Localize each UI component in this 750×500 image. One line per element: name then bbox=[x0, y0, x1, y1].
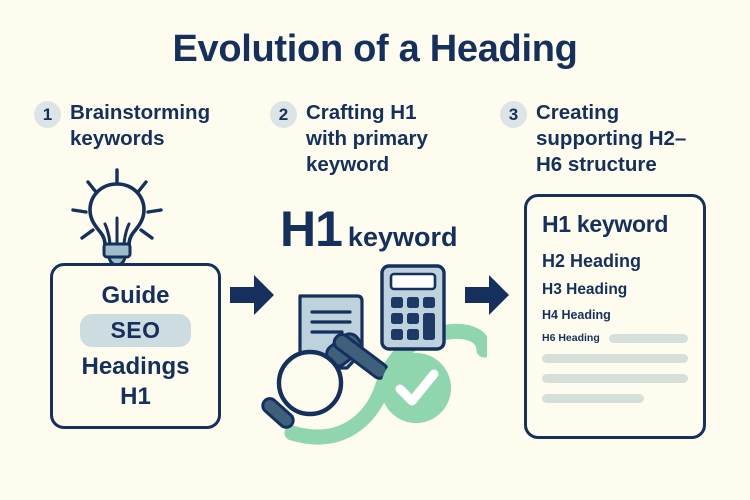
step-label-2: Crafting H1 with primary keyword bbox=[306, 101, 428, 177]
page-title: Evolution of a Heading bbox=[172, 28, 578, 70]
step-number-badge-2: 2 bbox=[270, 101, 297, 128]
step-number-badge-1: 1 bbox=[34, 101, 61, 128]
card-brainstorm: Guide SEO Headings H1 bbox=[50, 263, 221, 429]
card3-h6: H6 Heading bbox=[542, 332, 600, 344]
middle-illustration-group bbox=[261, 264, 487, 445]
step-header-2: 2 Crafting H1 with primary keyword bbox=[270, 100, 485, 178]
card3-h6-row: H6 Heading bbox=[542, 332, 688, 344]
calculator-icon bbox=[380, 264, 446, 351]
card1-line-headings: Headings bbox=[81, 353, 190, 381]
step-label-1: Brainstorming keywords bbox=[70, 101, 211, 151]
card-heading-structure: H1 keyword H2 Heading H3 Heading H4 Head… bbox=[524, 194, 706, 439]
placeholder-bar-2 bbox=[542, 354, 688, 363]
h1-keyword-label: H1 keyword bbox=[280, 200, 457, 258]
step-label-3: Creating supporting H2– H6 structure bbox=[536, 101, 687, 177]
lightbulb-icon bbox=[71, 168, 163, 266]
magnifier-icon bbox=[261, 349, 344, 429]
placeholder-bar-3 bbox=[542, 374, 688, 383]
step-header-1: 1 Brainstorming keywords bbox=[34, 100, 249, 152]
card3-h2: H2 Heading bbox=[542, 251, 642, 271]
keyword-small-text: keyword bbox=[347, 222, 458, 252]
step-number-badge-3: 3 bbox=[500, 101, 527, 128]
check-circle-icon bbox=[381, 353, 451, 423]
arrow-right-icon-1 bbox=[230, 275, 274, 315]
card3-h4: H4 Heading bbox=[542, 308, 611, 322]
h1-big-text: H1 bbox=[280, 201, 343, 257]
card3-h3: H3 Heading bbox=[542, 281, 628, 298]
card1-seo-highlight: SEO bbox=[80, 314, 191, 348]
arrow-right-icon-2 bbox=[465, 275, 509, 315]
card1-line-h1: H1 bbox=[120, 382, 151, 410]
card1-line-guide: Guide bbox=[101, 281, 170, 309]
step-header-3: 3 Creating supporting H2– H6 structure bbox=[500, 100, 735, 178]
placeholder-bar-4 bbox=[542, 394, 645, 403]
placeholder-bar-1 bbox=[608, 333, 688, 343]
card3-h1: H1 keyword bbox=[542, 211, 669, 237]
